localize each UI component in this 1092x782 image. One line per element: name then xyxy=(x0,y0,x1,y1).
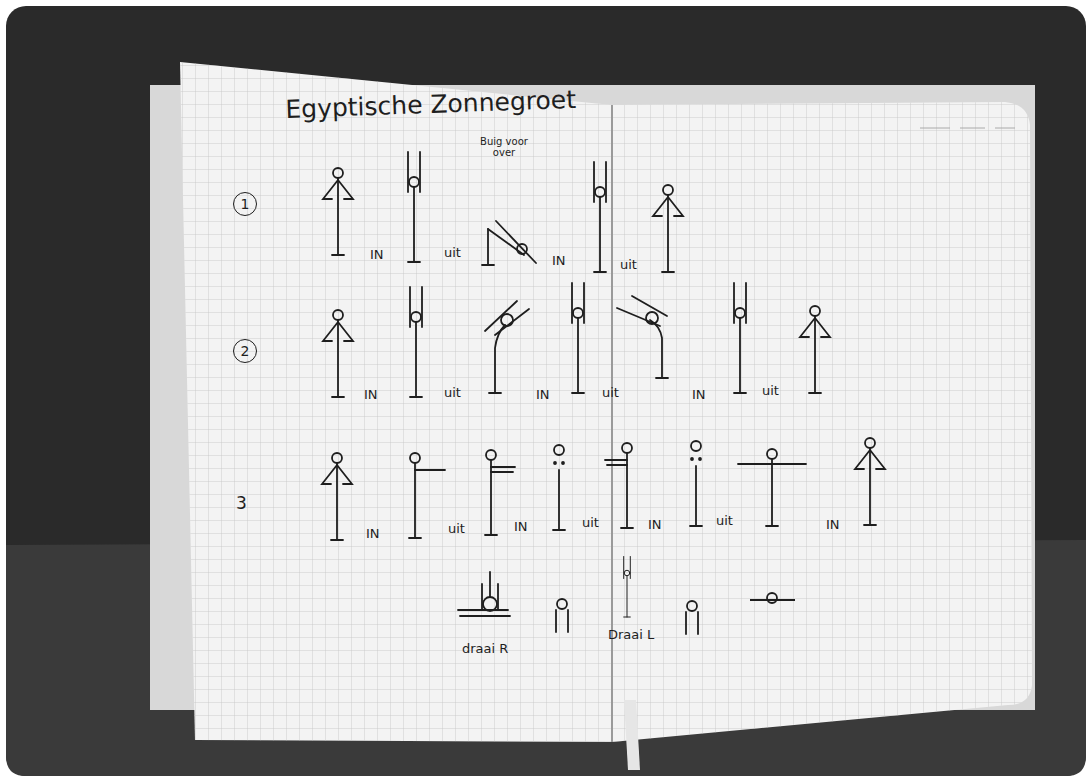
twist-figures xyxy=(458,557,795,635)
row-number: 3 xyxy=(236,494,247,513)
row-1-figures xyxy=(323,152,683,272)
date-lines xyxy=(920,128,1015,129)
ribbon-bookmark xyxy=(624,700,640,770)
breath-label: IN xyxy=(648,518,662,532)
left-page xyxy=(180,62,612,742)
breath-label: uit xyxy=(716,514,733,528)
page-gutter xyxy=(611,105,613,742)
row-3-figures xyxy=(322,438,885,540)
breath-label: uit xyxy=(602,386,619,400)
page-title: Egyptische Zonnegroet xyxy=(285,86,576,124)
breath-label: Draai L xyxy=(608,628,654,642)
breath-label: IN xyxy=(514,520,528,534)
left-page-grid xyxy=(180,62,612,742)
row-number: 2 xyxy=(241,344,250,358)
circled-number: 2 xyxy=(233,339,257,363)
breath-label: uit xyxy=(448,522,465,536)
right-page xyxy=(612,102,1032,742)
circled-number: 1 xyxy=(233,192,257,216)
row-number: 1 xyxy=(241,197,250,211)
breath-label: uit xyxy=(444,386,461,400)
right-page-grid xyxy=(612,102,1032,742)
breath-label: IN xyxy=(692,388,706,402)
breath-label: uit xyxy=(762,384,779,398)
breath-label: uit xyxy=(582,516,599,530)
breath-label: IN xyxy=(826,518,840,532)
breath-label: IN xyxy=(536,388,550,402)
breath-label: uit xyxy=(444,246,461,260)
breath-label: IN xyxy=(364,388,378,402)
handwritten-note: Buig voor over xyxy=(472,136,536,158)
breath-label: IN xyxy=(370,248,384,262)
background-wall xyxy=(6,6,1086,776)
row-2-figures xyxy=(323,283,830,397)
breath-label: uit xyxy=(620,258,637,272)
breath-label: IN xyxy=(366,527,380,541)
breath-label: draai R xyxy=(462,642,508,656)
breath-label: IN xyxy=(552,254,566,268)
